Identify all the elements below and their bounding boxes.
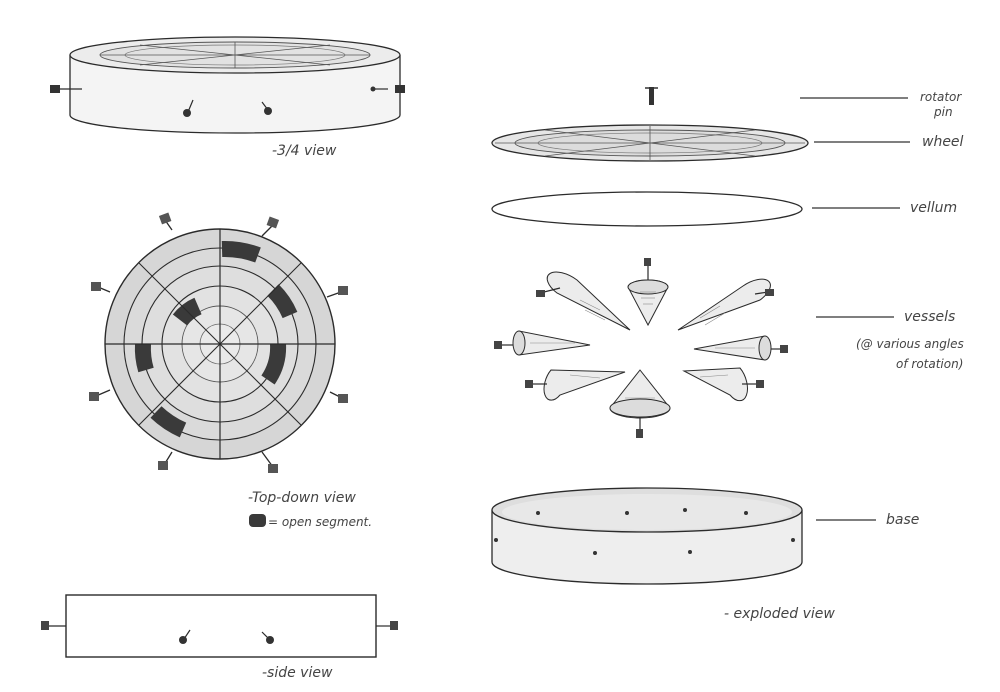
three-quarter-view-label: -3/4 view — [272, 143, 337, 159]
top-down-view-drawing — [89, 212, 348, 473]
base-label: base — [886, 512, 919, 528]
base-drawing — [491, 487, 803, 585]
vellum-label: vellum — [910, 200, 957, 216]
vessels-note-line2: of rotation) — [896, 357, 963, 371]
three-quarter-view-drawing — [50, 36, 405, 134]
vessels-drawing — [494, 258, 788, 438]
wheel-label: wheel — [922, 134, 964, 150]
open-segment-legend-label: = open segment. — [268, 515, 372, 529]
rotator-pin-label-line2: pin — [933, 105, 953, 119]
top-down-view-label: -Top-down view — [248, 490, 356, 506]
vessels-note-line1: (@ various angles — [856, 337, 964, 351]
exploded-view-label: - exploded view — [724, 606, 835, 622]
side-view-drawing — [41, 594, 398, 658]
wheel-drawing — [491, 124, 809, 162]
open-segment-swatch — [249, 514, 266, 527]
rotator-pin-drawing — [645, 87, 658, 105]
vessels-label: vessels — [904, 309, 955, 325]
vellum-drawing — [491, 191, 803, 227]
rotator-pin-label-line1: rotator — [920, 90, 962, 104]
side-view-label: -side view — [262, 665, 333, 681]
